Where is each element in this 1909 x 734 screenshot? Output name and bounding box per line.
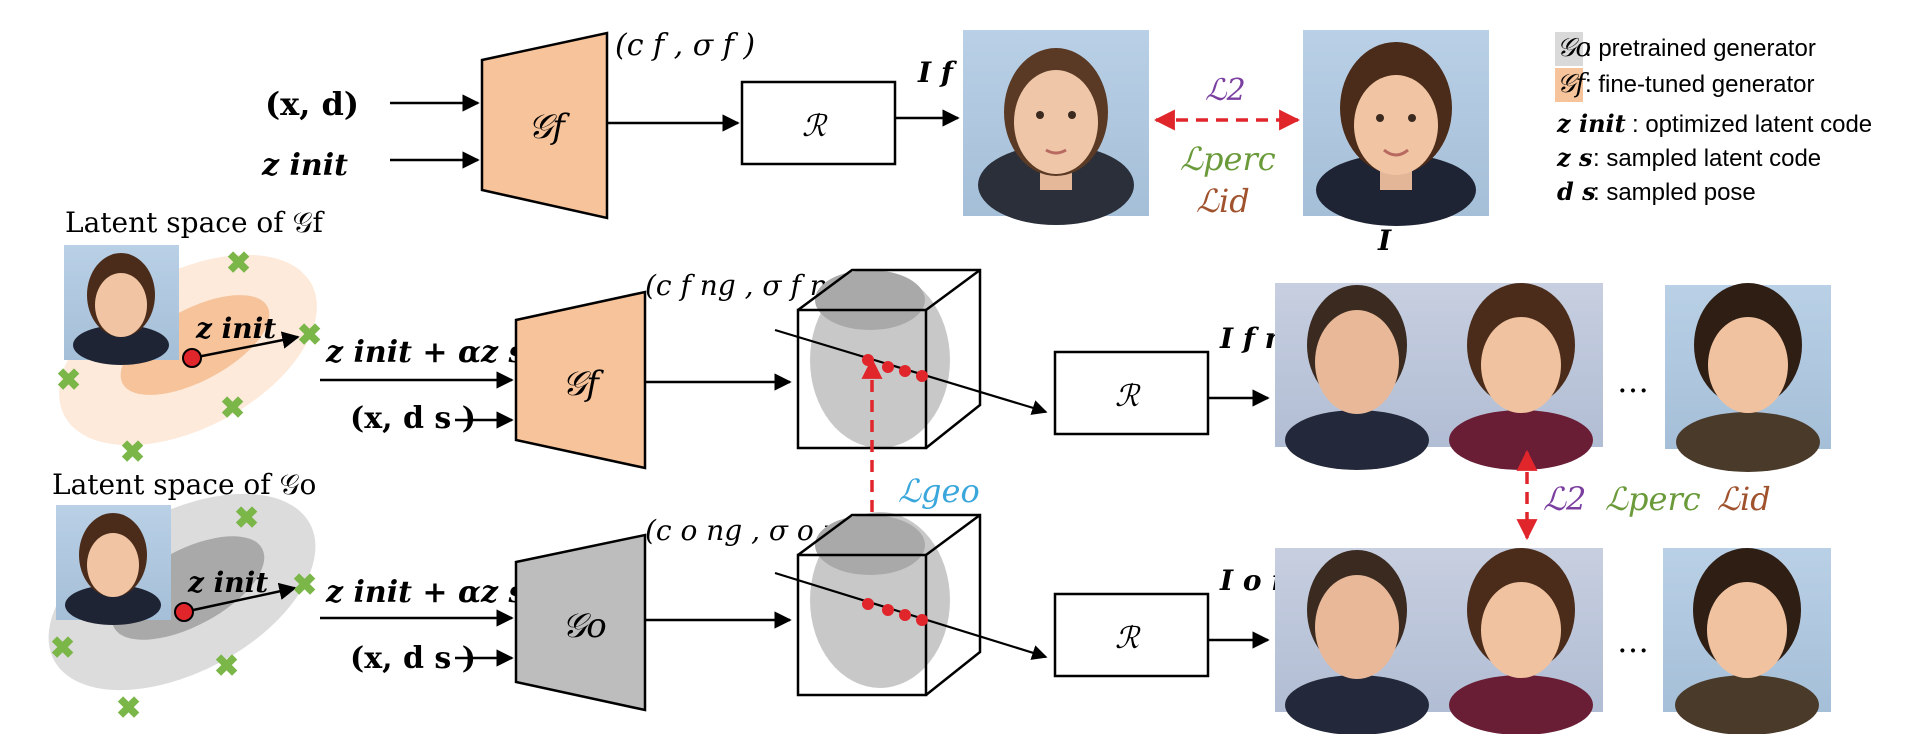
top-loss-id: ℒid: [1196, 182, 1250, 220]
mid-output-face-1: [1275, 283, 1439, 470]
mid-sum-label: z init + αz s: [325, 335, 526, 370]
bot-sample-crosses: ✖ ✖ ✖ ✖ ✖: [50, 502, 317, 725]
image-loss-id: ℒid: [1717, 480, 1771, 518]
mid-ray-sample-4: [916, 370, 928, 382]
mid-volume-cube: [774, 268, 1048, 450]
mid-cross-5: ✖: [120, 436, 145, 469]
bottom-row: Latent space of 𝒢o z init ✖ ✖ ✖ ✖ ✖ z in…: [48, 468, 1831, 734]
mid-zinit-label: z init: [195, 312, 276, 345]
bot-zinit-label: z init: [187, 566, 268, 599]
image-loss-l2: ℒ2: [1543, 480, 1586, 518]
legend-gf-symbol: 𝒢f: [1557, 69, 1590, 99]
bot-latent-arrow: [183, 582, 297, 614]
mid-renderer-label: ℛ: [1115, 379, 1141, 414]
mid-latent-arrow: [191, 331, 300, 360]
mid-cross-2: ✖: [297, 319, 322, 352]
top-input-xd: (x, d): [265, 85, 359, 123]
legend-go-symbol: 𝒢o: [1557, 33, 1591, 63]
mid-generator-gf: [514, 290, 647, 470]
legend-ds-symbol: d s: [1557, 177, 1596, 206]
mid-latent-face-image: [64, 245, 179, 365]
bot-cross-4: ✖: [214, 650, 239, 683]
top-renderer-label: ℛ: [802, 109, 828, 144]
legend-zs-text: : sampled latent code: [1593, 145, 1821, 172]
mid-ray-sample-3: [899, 365, 911, 377]
top-generator-gf: [480, 31, 609, 220]
mid-ray-sample-2: [882, 361, 894, 373]
top-target-face-image: [1303, 30, 1489, 226]
bot-ray-sample-1: [862, 598, 874, 610]
legend-zinit-symbol: z init: [1556, 109, 1626, 138]
legend-zs-symbol: z s: [1556, 143, 1593, 172]
top-generator-label: 𝒢f: [528, 107, 570, 147]
top-output-label: (c f , σ f ): [615, 28, 755, 63]
bot-cross-1: ✖: [234, 502, 259, 535]
mid-output-face-3: [1665, 283, 1831, 472]
legend-zinit-text: : optimized latent code: [1632, 111, 1872, 138]
bot-renderer: [1053, 592, 1210, 678]
bot-output-face-3: [1663, 548, 1831, 734]
mid-zinit-point: [182, 348, 202, 368]
bot-ellipsis: …: [1617, 622, 1649, 660]
top-loss-l2: ℒ2: [1205, 73, 1246, 108]
bot-xds-label: (x, d s ): [350, 641, 476, 676]
bot-cross-3: ✖: [50, 632, 75, 665]
bot-sum-label: z init + αz s: [325, 575, 526, 610]
bot-generator-go: [514, 533, 647, 712]
legend-gf-swatch: [1555, 68, 1583, 102]
legend-go-swatch: [1555, 32, 1583, 66]
top-loss-perc: ℒperc: [1180, 140, 1276, 178]
bot-output-face-2: [1439, 548, 1603, 734]
mid-latent-title: Latent space of 𝒢f: [65, 206, 325, 239]
mid-renderer: [1053, 350, 1210, 436]
bot-generator-label: 𝒢o: [562, 606, 607, 646]
bot-ray-sample-3: [899, 609, 911, 621]
mid-cross-4: ✖: [220, 392, 245, 425]
bot-cross-5: ✖: [116, 692, 141, 725]
geo-loss-label: ℒgeo: [898, 472, 980, 510]
mid-cross-3: ✖: [56, 364, 81, 397]
bot-ray-sample-4: [916, 614, 928, 626]
middle-row: Latent space of 𝒢f z init ✖ ✖ ✖ ✖ ✖ z in…: [56, 206, 1831, 472]
legend-go-text: : pretrained generator: [1585, 35, 1816, 62]
top-renderer: [740, 80, 897, 166]
mid-xds-label: (x, d s ): [350, 401, 476, 436]
bot-latent-title: Latent space of 𝒢o: [52, 468, 316, 501]
mid-cross-1: ✖: [226, 247, 251, 280]
top-input-zinit: z init: [261, 148, 348, 183]
bot-cross-2: ✖: [292, 569, 317, 602]
mid-ellipsis: …: [1617, 362, 1649, 400]
mid-sample-crosses: ✖ ✖ ✖ ✖ ✖: [56, 247, 322, 469]
image-loss-perc: ℒperc: [1605, 480, 1701, 518]
bot-ray-sample-2: [882, 604, 894, 616]
legend-gf-text: : fine-tuned generator: [1585, 71, 1815, 98]
bot-latent-face-image: [56, 505, 171, 625]
top-rendered-face-image: [963, 30, 1149, 225]
mid-output-face-2: [1439, 283, 1603, 470]
legend: 𝒢o : pretrained generator 𝒢f : fine-tune…: [1555, 32, 1872, 206]
legend-ds-text: : sampled pose: [1593, 179, 1756, 206]
bot-volume-cube: [774, 512, 1048, 697]
top-row: (x, d) z init 𝒢f (c f , σ f ) ℛ I f: [261, 28, 1489, 257]
top-image-label: I f: [917, 56, 958, 89]
bot-output-face-1: [1275, 548, 1439, 734]
top-target-label: I: [1377, 224, 1392, 257]
mid-latent-inner-region: [120, 295, 270, 395]
bot-zinit-point: [174, 602, 194, 622]
bot-renderer-label: ℛ: [1115, 621, 1141, 656]
mid-generator-label: 𝒢f: [562, 364, 604, 404]
